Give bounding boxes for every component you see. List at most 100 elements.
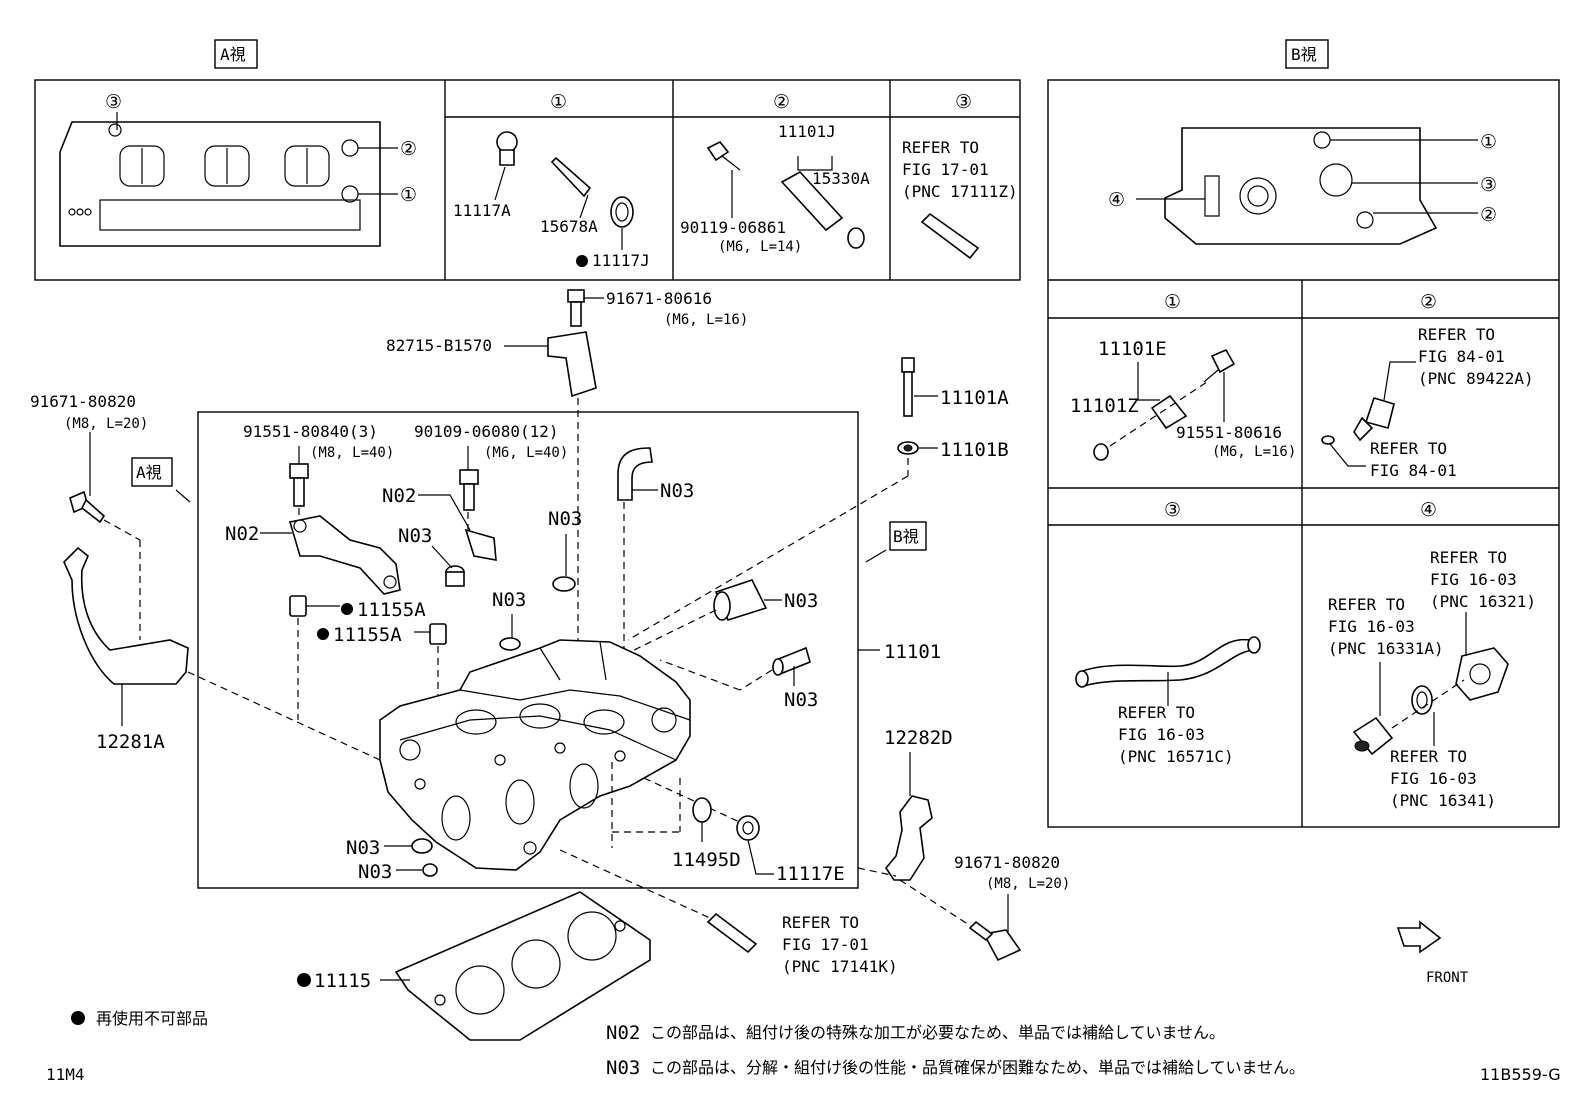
figure-code-right: 11B559-G xyxy=(1480,1065,1561,1084)
label-n03-a: N03 xyxy=(398,525,432,547)
label-11117a: 11117A xyxy=(453,201,511,220)
sub2-refer-a3: (PNC 89422A) xyxy=(1418,369,1534,388)
view-b-tag-label: B視 xyxy=(1291,45,1317,64)
stud-bolt-lower xyxy=(706,912,758,954)
label-11117j: 11117J xyxy=(592,251,650,270)
non-reusable-legend-dot xyxy=(71,1011,85,1025)
dowel-11155a-2 xyxy=(429,623,447,645)
plug-n03-b xyxy=(552,576,576,592)
coolant-hose xyxy=(1075,636,1261,688)
label-n02-right: N02 xyxy=(382,485,416,507)
label-11155a-1: 11155A xyxy=(357,599,426,621)
dowel-11155a-1 xyxy=(289,595,307,617)
head-a-marker-1: ① xyxy=(400,184,417,206)
panel-a-sub2-marker: ② xyxy=(773,91,790,113)
sub4-refer-b1: REFER TO xyxy=(1328,595,1405,614)
ocv-valve xyxy=(780,170,865,249)
oil-pressure-switch xyxy=(1321,397,1395,445)
label-91551-spec: (M6, L=16) xyxy=(1212,444,1296,460)
label-12281a: 12281A xyxy=(96,731,165,753)
label-15330a: 15330A xyxy=(812,169,870,188)
head-side-view-a xyxy=(59,121,381,247)
bracket-12282d xyxy=(885,795,933,881)
label-11101e: 11101E xyxy=(1098,338,1167,360)
sub4-refer-b2: FIG 16-03 xyxy=(1328,617,1415,636)
sub4-refer-c1: REFER TO xyxy=(1390,747,1467,766)
legend-n03-code: N03 xyxy=(606,1057,640,1079)
stud-bolt xyxy=(920,212,980,260)
view-a-callout xyxy=(131,457,173,487)
panel-a-sub1-marker: ① xyxy=(550,91,567,113)
sub4-refer-b3: (PNC 16331A) xyxy=(1328,639,1444,658)
label-11101j: 11101J xyxy=(778,122,836,141)
label-11101b: 11101B xyxy=(940,439,1009,461)
stud-refer-3: (PNC 17141K) xyxy=(782,957,898,976)
label-12282d: 12282D xyxy=(884,727,953,749)
sub3-refer-3: (PNC 16571C) xyxy=(1118,747,1234,766)
label-11101: 11101 xyxy=(884,641,941,663)
panel-a: A視 ① ② ③ ③ ② ① xyxy=(34,39,1021,281)
head-b-marker-4: ④ xyxy=(1108,189,1125,211)
label-n03-c: N03 xyxy=(492,589,526,611)
non-reusable-dot xyxy=(297,973,311,987)
head-b-marker-3: ③ xyxy=(1480,174,1497,196)
view-b-callout xyxy=(889,521,927,551)
view-a-tag-label: A視 xyxy=(220,45,246,64)
label-11101z: 11101Z xyxy=(1070,395,1139,417)
sub4-refer-c2: FIG 16-03 xyxy=(1390,769,1477,788)
sub2-refer-a2: FIG 84-01 xyxy=(1418,347,1505,366)
label-91551-80616: 91551-80616 xyxy=(1176,423,1282,442)
label-11495d: 11495D xyxy=(672,849,741,871)
legend: 再使用不可部品 N02 この部品は、組付け後の特殊な加工が必要なため、単品では補… xyxy=(46,1009,1561,1084)
label-90119-06861: 90119-06861 xyxy=(680,218,786,237)
label-82715-b1570: 82715-B1570 xyxy=(386,336,492,355)
label-90109-06080: 90109-06080(12) xyxy=(414,422,559,441)
head-a-marker-3: ③ xyxy=(105,91,122,113)
legend-n02-code: N02 xyxy=(606,1022,640,1044)
label-bolt-right-spec: (M8, L=20) xyxy=(986,876,1070,892)
label-bolt-b-spec: (M6, L=40) xyxy=(484,445,568,461)
sub2-refer-b1: REFER TO xyxy=(1370,439,1447,458)
main-assembly: 91671-80616 (M6, L=16) 82715-B1570 11101… xyxy=(30,289,1469,1041)
non-reusable-dot xyxy=(341,603,353,615)
panel-a-sub3-marker: ③ xyxy=(955,91,972,113)
view-a-callout-label: A視 xyxy=(136,463,162,482)
label-91551-80840: 91551-80840(3) xyxy=(243,422,378,441)
head-b-marker-1: ① xyxy=(1480,131,1497,153)
head-b-marker-2: ② xyxy=(1480,204,1497,226)
legend-n03-note: この部品は、分解・組付け後の性能・品質確保が困難なため、単品では補給していません… xyxy=(650,1058,1305,1077)
o-ring-11495d xyxy=(692,797,712,823)
label-90119-spec: (M6, L=14) xyxy=(718,239,802,255)
plug-n03-c xyxy=(499,637,521,651)
label-11115: 11115 xyxy=(314,970,371,992)
label-91671-80616: 91671-80616 xyxy=(606,289,712,308)
label-11117e: 11117E xyxy=(776,863,845,885)
thermostat-housing xyxy=(1352,647,1509,756)
legend-n02-note: この部品は、組付け後の特殊な加工が必要なため、単品では補給していません。 xyxy=(650,1023,1225,1042)
panel-b: B視 ① ③ ② ④ ① ② ③ ④ 11101E 11101Z xyxy=(1047,39,1560,828)
label-bolt-left-spec: (M8, L=20) xyxy=(64,416,148,432)
label-91671-80820-left: 91671-80820 xyxy=(30,392,136,411)
front-arrow-icon xyxy=(1396,920,1442,954)
non-reusable-dot xyxy=(576,255,588,267)
label-n03-f: N03 xyxy=(784,689,818,711)
sub4-refer-a3: (PNC 16321) xyxy=(1430,592,1536,611)
bolt-11101a xyxy=(897,357,919,455)
ocv-bolt xyxy=(706,140,741,171)
sub4-refer-a1: REFER TO xyxy=(1430,548,1507,567)
camshaft-bearing-cap xyxy=(288,515,401,595)
legend-non-reusable: 再使用不可部品 xyxy=(96,1009,208,1028)
sub3-refer-1: REFER TO xyxy=(902,138,979,157)
cylinder-head-11101 xyxy=(379,639,691,871)
seal-11117e xyxy=(736,815,760,841)
stud-refer-1: REFER TO xyxy=(782,913,859,932)
label-bolt-a-spec: (M8, L=40) xyxy=(310,445,394,461)
label-15678a: 15678A xyxy=(540,217,598,236)
label-bolt-top-spec: (M6, L=16) xyxy=(664,312,748,328)
head-a-marker-2: ② xyxy=(400,138,417,160)
tube-n03 xyxy=(617,447,653,501)
label-n03-h: N03 xyxy=(358,861,392,883)
bolt-91551 xyxy=(289,463,309,507)
oil-control-valve-filter xyxy=(496,131,634,228)
